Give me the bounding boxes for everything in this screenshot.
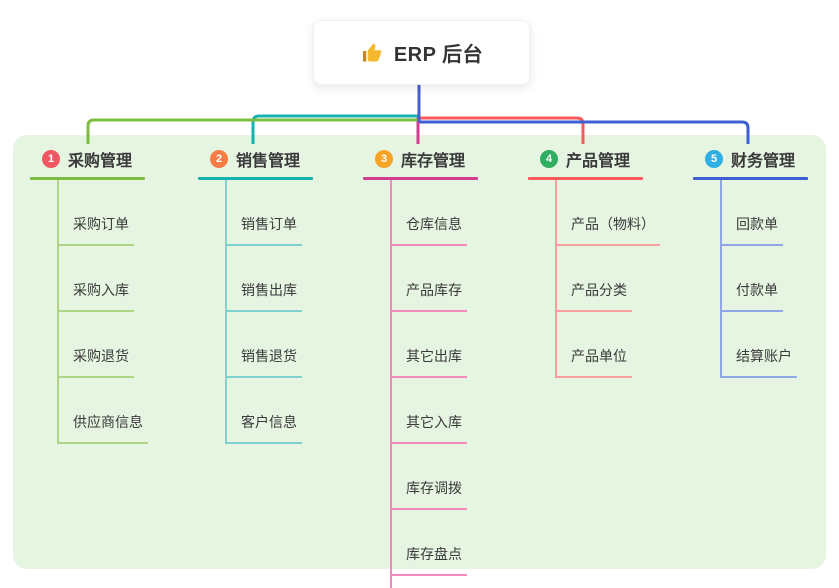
child-node[interactable]: 产品单位 — [557, 312, 632, 378]
branch-children: 产品（物料） 产品分类产品单位 — [555, 180, 660, 378]
branch-underline — [693, 177, 808, 180]
child-node-label: 采购订单 — [73, 216, 129, 232]
child-node-label: 产品库存 — [406, 282, 462, 298]
child-node[interactable]: 付款单 — [722, 246, 783, 312]
branch-number-badge: 4 — [540, 150, 558, 168]
child-node-label: 仓库信息 — [406, 216, 462, 232]
child-node-label: 产品分类 — [571, 282, 627, 298]
child-node-label: 销售订单 — [241, 216, 297, 232]
branch-underline — [528, 177, 643, 180]
branch-underline — [30, 177, 145, 180]
child-node[interactable]: 其它入库 — [392, 378, 467, 444]
child-node[interactable]: 产品分类 — [557, 246, 632, 312]
branch-children: 仓库信息产品库存其它出库其它入库库存调拨库存盘点出库库明细 — [390, 180, 481, 588]
child-node-label: 供应商信息 — [73, 414, 143, 430]
branch-children: 采购订单采购入库采购退货供应商信息 — [57, 180, 148, 444]
branch-node-5[interactable]: 5 财务管理 — [693, 146, 808, 172]
child-node[interactable]: 采购退货 — [59, 312, 134, 378]
branch-node-1[interactable]: 1 采购管理 — [30, 146, 148, 172]
branch-label: 采购管理 — [68, 153, 133, 170]
child-node-label: 产品（物料） — [571, 216, 655, 232]
child-node-label: 采购退货 — [73, 348, 129, 364]
root-node[interactable]: ERP 后台 — [313, 20, 530, 85]
child-node-label: 销售出库 — [241, 282, 297, 298]
child-node-label: 采购入库 — [73, 282, 129, 298]
child-node[interactable]: 销售退货 — [227, 312, 302, 378]
child-node-label: 结算账户 — [736, 348, 792, 364]
branch-label: 财务管理 — [731, 153, 796, 170]
child-node[interactable]: 销售订单 — [227, 180, 302, 246]
child-node[interactable]: 回款单 — [722, 180, 783, 246]
branch-label: 销售管理 — [236, 153, 301, 170]
branch-children: 销售订单销售出库销售退货客户信息 — [225, 180, 302, 444]
branch-node-3[interactable]: 3 库存管理 — [363, 146, 481, 172]
child-node-label: 客户信息 — [241, 414, 297, 430]
child-node[interactable]: 其它出库 — [392, 312, 467, 378]
branch-column-3: 3 库存管理 仓库信息产品库存其它出库其它入库库存调拨库存盘点出库库明细 — [363, 146, 481, 588]
branch-underline — [363, 177, 478, 180]
child-node-label: 库存调拨 — [406, 480, 462, 496]
child-node-label: 产品单位 — [571, 348, 627, 364]
branch-column-2: 2 销售管理 销售订单销售出库销售退货客户信息 — [198, 146, 313, 444]
child-node[interactable]: 客户信息 — [227, 378, 302, 444]
branch-label: 库存管理 — [401, 153, 466, 170]
child-node[interactable]: 产品库存 — [392, 246, 467, 312]
branch-children: 回款单付款单结算账户 — [720, 180, 797, 378]
child-node-label: 销售退货 — [241, 348, 297, 364]
child-node[interactable]: 出库库明细 — [392, 576, 481, 588]
branch-number-badge: 1 — [42, 150, 60, 168]
child-node-label: 库存盘点 — [406, 546, 462, 562]
child-node[interactable]: 仓库信息 — [392, 180, 467, 246]
child-node[interactable]: 产品（物料） — [557, 180, 660, 246]
branch-node-2[interactable]: 2 销售管理 — [198, 146, 313, 172]
branch-column-4: 4 产品管理 产品（物料） 产品分类产品单位 — [528, 146, 660, 378]
child-node-label: 其它入库 — [406, 414, 462, 430]
child-node-label: 付款单 — [736, 282, 778, 298]
child-node[interactable]: 采购订单 — [59, 180, 134, 246]
branch-column-5: 5 财务管理 回款单付款单结算账户 — [693, 146, 808, 378]
branch-node-4[interactable]: 4 产品管理 — [528, 146, 660, 172]
branch-number-badge: 3 — [375, 150, 393, 168]
branch-label: 产品管理 — [566, 153, 631, 170]
child-node[interactable]: 销售出库 — [227, 246, 302, 312]
branch-number-badge: 2 — [210, 150, 228, 168]
branch-number-badge: 5 — [705, 150, 723, 168]
child-node[interactable]: 采购入库 — [59, 246, 134, 312]
child-node-label: 其它出库 — [406, 348, 462, 364]
root-node-label: ERP 后台 — [393, 44, 484, 66]
branch-column-1: 1 采购管理 采购订单采购入库采购退货供应商信息 — [30, 146, 148, 444]
branch-underline — [198, 177, 313, 180]
child-node[interactable]: 结算账户 — [722, 312, 797, 378]
child-node[interactable]: 供应商信息 — [59, 378, 148, 444]
child-node-label: 回款单 — [736, 216, 778, 232]
child-node[interactable]: 库存调拨 — [392, 444, 467, 510]
thumbs-up-icon — [360, 41, 384, 65]
branches-panel — [13, 135, 826, 569]
child-node[interactable]: 库存盘点 — [392, 510, 467, 576]
